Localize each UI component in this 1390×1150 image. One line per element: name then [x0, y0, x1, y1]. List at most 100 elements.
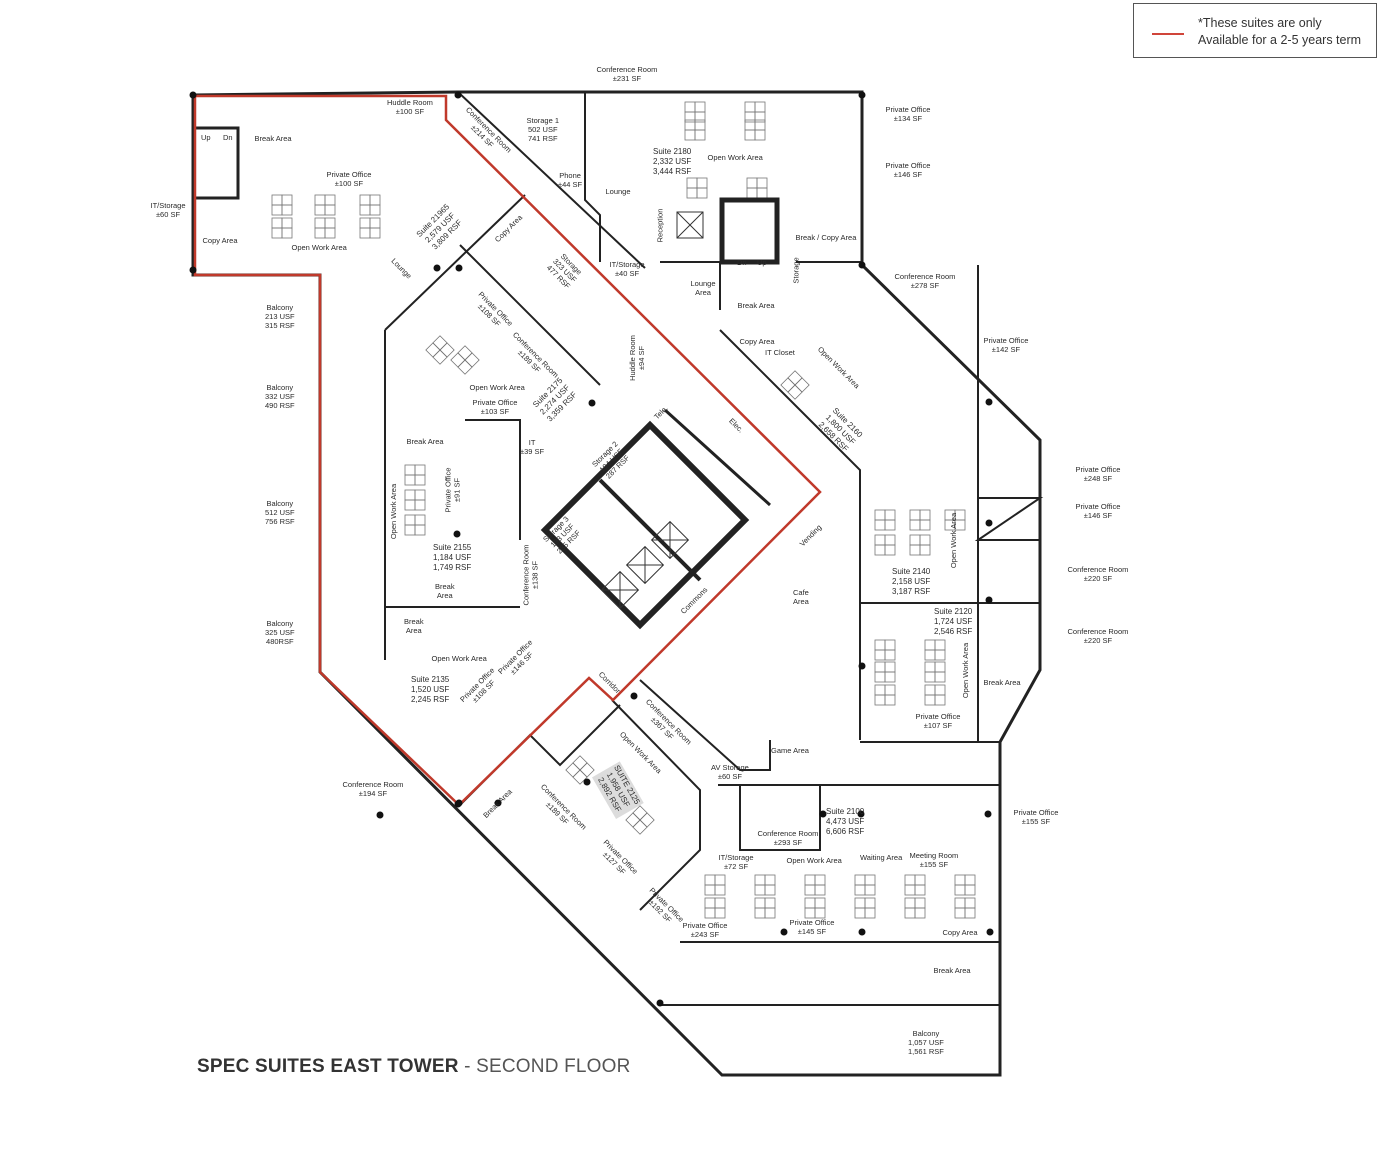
- room-label-line: 502 USF: [527, 124, 558, 134]
- elevators: [600, 211, 704, 610]
- room-label-line: ±44 SF: [558, 180, 583, 189]
- room-label-line: ±220 SF: [1083, 636, 1113, 645]
- workstation: [909, 534, 931, 556]
- room-label: IT Closet: [765, 348, 795, 357]
- workstation: [924, 661, 946, 683]
- workstation: [404, 514, 426, 536]
- workstation: [754, 874, 776, 896]
- room-label-line: Break Area: [983, 677, 1021, 687]
- room-label-line: ±243 SF: [690, 930, 720, 939]
- room-label: Conference Room±220 SF: [1068, 565, 1129, 583]
- room-label-line: ±155 SF: [1021, 817, 1051, 826]
- column: [780, 928, 788, 936]
- workstation: [954, 897, 976, 919]
- column: [453, 530, 461, 538]
- room-label-line: ±39 SF: [520, 447, 545, 456]
- room-label: Phone±44 SF: [558, 171, 582, 189]
- room-label: Open Work Area: [292, 243, 347, 252]
- room-label-line: AV Storage: [711, 763, 749, 772]
- core-wall: [663, 408, 772, 507]
- room-label-line: 2,158 USF: [892, 577, 931, 586]
- room-label-line: Private Office: [885, 161, 931, 170]
- room-label-line: ±231 SF: [612, 74, 642, 83]
- room-label-line: 490 RSF: [265, 400, 295, 410]
- room-label-line: IT/Storage: [609, 260, 645, 269]
- room-label: IT/Storage±72 SF: [719, 853, 754, 871]
- room-label-line: 1,184 USF: [433, 553, 472, 562]
- workstation: [314, 194, 336, 216]
- room-label-line: Balcony: [266, 498, 294, 508]
- workstation: [686, 177, 708, 199]
- workstation: [744, 119, 766, 141]
- room-label-line: Private Office: [983, 336, 1029, 345]
- interior-wall: [719, 329, 861, 740]
- room-label-line: Private Office: [885, 105, 931, 114]
- workstation: [874, 639, 896, 661]
- room-label: Private Office±146 SF: [1076, 502, 1121, 520]
- columns: [189, 91, 994, 1007]
- workstation: [404, 464, 426, 486]
- room-label-line: ±60 SF: [155, 210, 181, 219]
- title-floor: - SECOND FLOOR: [458, 1056, 631, 1077]
- room-label-line: Waiting Area: [860, 852, 903, 862]
- column: [985, 519, 993, 527]
- room-label: Private Office±91 SF: [443, 468, 461, 513]
- room-label: Open Work Area: [389, 483, 398, 538]
- workstation: [874, 684, 896, 706]
- title-bold: SPEC SUITES EAST TOWER: [197, 1056, 459, 1077]
- room-label-line: Area: [695, 288, 711, 297]
- room-label: Private Office±103 SF: [473, 398, 518, 416]
- workstation: [625, 805, 655, 835]
- room-label-line: Conference Room: [596, 65, 658, 74]
- room-label-line: ±60 SF: [717, 772, 742, 781]
- workstation: [684, 101, 706, 123]
- room-label-line: 1,057 USF: [908, 1037, 944, 1047]
- room-label: Open Work Area: [949, 512, 958, 567]
- column: [819, 810, 827, 818]
- room-label-line: Break: [404, 617, 424, 626]
- room-label-line: Open Work Area: [786, 855, 842, 865]
- room-label-line: ±146 SF: [1083, 511, 1113, 520]
- room-label: Break Area: [934, 966, 971, 975]
- room-label-line: ±103 SF: [480, 407, 510, 416]
- room-label-line: ±194 SF: [358, 789, 388, 798]
- furniture-layer: [271, 101, 976, 919]
- room-label: Conference Room±220 SF: [1068, 627, 1129, 645]
- workstation: [924, 639, 946, 661]
- room-label-line: ±134 SF: [893, 114, 923, 123]
- room-label: Copy Area: [203, 236, 238, 245]
- column: [494, 799, 502, 807]
- room-label-line: Private Office: [915, 712, 961, 721]
- workstation: [271, 194, 293, 216]
- room-label-line: Private Office: [1075, 465, 1121, 474]
- room-label-line: Open Work Area: [388, 483, 398, 539]
- workstation: [271, 217, 293, 239]
- column: [985, 596, 993, 604]
- room-label-line: Private Office: [442, 467, 452, 513]
- room-label-line: Lounge: [690, 279, 716, 288]
- room-label-line: 2,245 RSF: [411, 695, 450, 704]
- stair-wall: [719, 197, 780, 265]
- room-label: Private Office±142 SF: [984, 336, 1029, 354]
- interior-wall: [384, 194, 526, 331]
- interior-wall: [584, 92, 601, 262]
- workstation: [954, 874, 976, 896]
- legend: *These suites are only Available for a 2…: [1133, 3, 1377, 58]
- room-label: Copy Area: [943, 928, 978, 937]
- legend-red-line-swatch: [1152, 33, 1184, 35]
- elevator-shaft: [650, 520, 690, 560]
- room-label: Private Office±146 SF: [886, 161, 931, 179]
- column: [858, 662, 866, 670]
- workstation: [404, 489, 426, 511]
- room-label-line: Meeting Room: [909, 851, 959, 860]
- elevator-shaft: [625, 545, 665, 585]
- room-label-line: Conference Room: [894, 272, 956, 281]
- column: [454, 91, 462, 99]
- workstation: [874, 661, 896, 683]
- room-label-line: Storage 1: [526, 115, 560, 125]
- room-label-line: IT: [528, 438, 536, 447]
